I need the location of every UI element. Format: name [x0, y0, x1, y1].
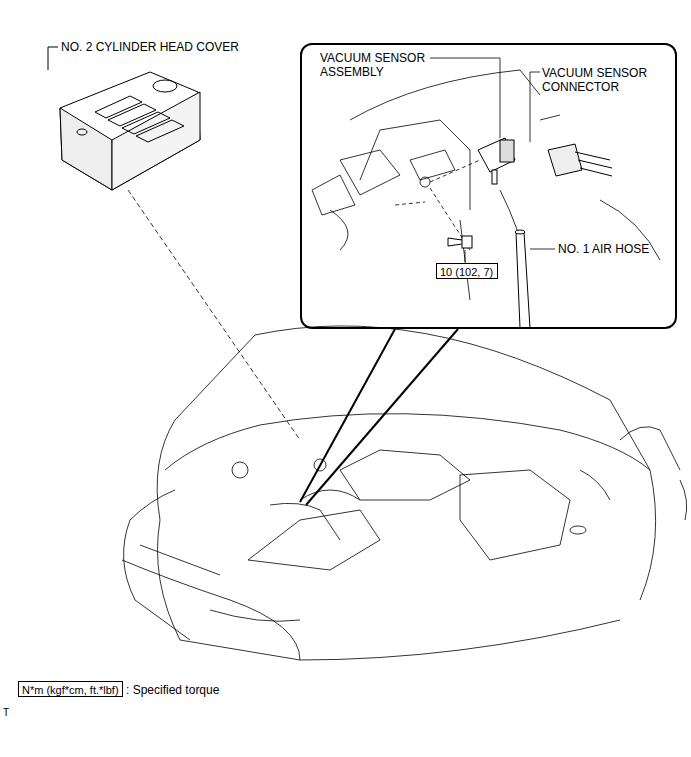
- dashed-leader: [128, 190, 300, 440]
- figure-code: T: [3, 706, 9, 720]
- cylinder-head-cover: [48, 47, 200, 190]
- vehicle: [122, 326, 687, 660]
- torque-value: 10 (102, 7): [440, 266, 493, 278]
- inset-pointer: [300, 329, 458, 505]
- torque-legend-box: N*m (kgf*cm, ft.*lbf): [18, 681, 123, 697]
- part-label: NO. 2 CYLINDER HEAD COVER: [61, 40, 239, 54]
- vacuum-sensor: [478, 138, 515, 184]
- legend-text: : Specified torque: [126, 683, 219, 697]
- vacuum-sensor-connector: [548, 144, 612, 176]
- inset-panel: VACUUM SENSOR ASSEMBLY VACUUM SENSOR CONN…: [300, 43, 677, 329]
- bolt: [448, 236, 472, 248]
- part-label: NO. 1 AIR HOSE: [558, 242, 649, 256]
- torque-value: N*m (kgf*cm, ft.*lbf): [22, 684, 119, 696]
- part-label: VACUUM SENSOR CONNECTOR: [542, 66, 650, 94]
- leader-lines: [430, 58, 555, 262]
- part-label: VACUUM SENSOR ASSEMBLY: [320, 51, 428, 79]
- torque-box: 10 (102, 7): [436, 263, 498, 279]
- inset-drawing: [312, 70, 660, 300]
- air-hose: [515, 230, 530, 328]
